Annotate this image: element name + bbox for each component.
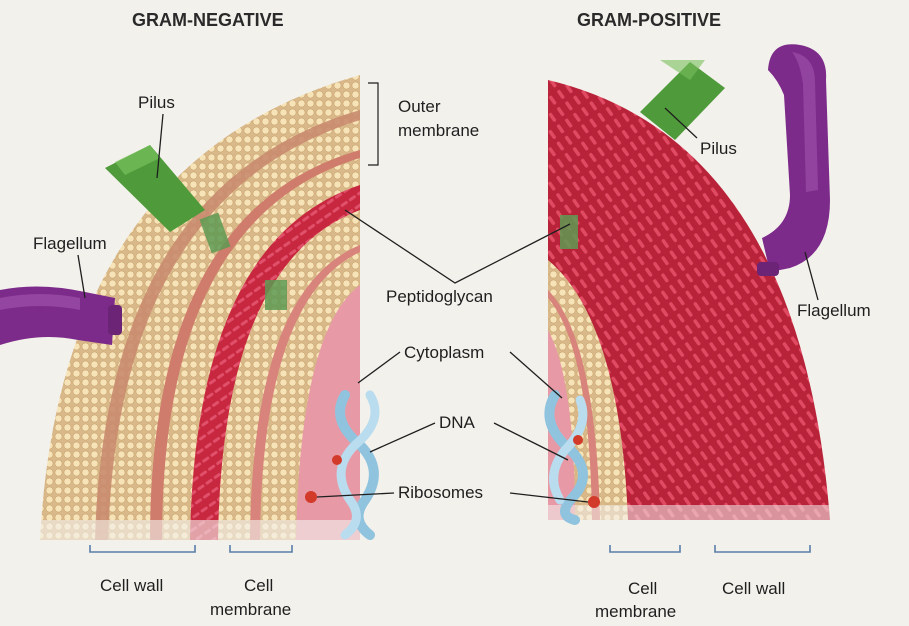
label-cell-membrane-left-2: membrane: [210, 600, 291, 619]
label-peptidoglycan: Peptidoglycan: [386, 287, 493, 306]
label-flagellum-left: Flagellum: [33, 234, 107, 253]
title-gram-negative: GRAM-NEGATIVE: [132, 10, 284, 30]
label-dna: DNA: [439, 413, 476, 432]
label-flagellum-right: Flagellum: [797, 301, 871, 320]
label-cell-wall-left: Cell wall: [100, 576, 163, 595]
label-cytoplasm: Cytoplasm: [404, 343, 484, 362]
label-cell-membrane-right-2: membrane: [595, 602, 676, 621]
flagellum-right-shape: [762, 44, 830, 272]
ribosome-dot: [588, 496, 600, 508]
label-outer-membrane-1: Outer: [398, 97, 441, 116]
bracket-cell-membrane-right: [610, 545, 680, 552]
label-pilus-right: Pilus: [700, 139, 737, 158]
label-pilus-left: Pilus: [138, 93, 175, 112]
label-cell-wall-right: Cell wall: [722, 579, 785, 598]
ribosome-dot: [305, 491, 317, 503]
label-outer-membrane-2: membrane: [398, 121, 479, 140]
bracket-cell-membrane-left: [230, 545, 292, 552]
title-gram-positive: GRAM-POSITIVE: [577, 10, 721, 30]
ribosome-dot: [573, 435, 583, 445]
label-ribosomes: Ribosomes: [398, 483, 483, 502]
ribosome-dot: [332, 455, 342, 465]
label-cell-membrane-right-1: Cell: [628, 579, 657, 598]
bracket-cell-wall-right: [715, 545, 810, 552]
label-cell-membrane-left-1: Cell: [244, 576, 273, 595]
bracket-cell-wall-left: [90, 545, 195, 552]
